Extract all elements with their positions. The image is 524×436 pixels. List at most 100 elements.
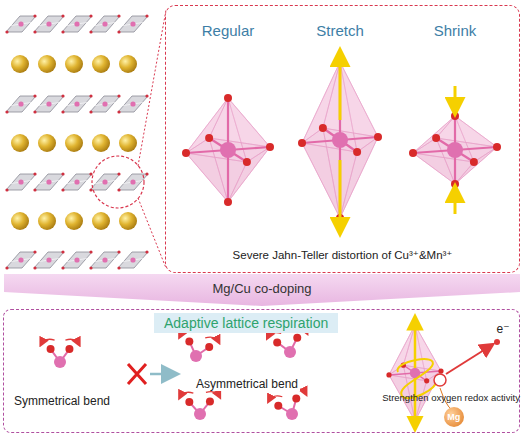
mode-label: Symmetrical bend	[14, 394, 110, 408]
octahedron-slab	[62, 174, 92, 190]
octahedron-slab	[118, 16, 148, 32]
metal-atom	[102, 21, 107, 26]
slab-edge	[36, 258, 62, 262]
oxygen-atom	[117, 250, 120, 253]
oxygen-atom	[5, 266, 8, 269]
oxygen-atom	[470, 158, 478, 166]
metal-atom	[74, 179, 79, 184]
octahedron-slab	[90, 96, 120, 112]
oxygen-atom	[33, 110, 36, 113]
octahedron-slab	[90, 16, 120, 32]
slab-edge	[8, 258, 34, 262]
slab-edge	[36, 22, 62, 26]
slab-edge	[8, 102, 34, 106]
oxygen-atom	[298, 139, 306, 147]
oxygen-atom	[224, 198, 232, 206]
oxygen-atom	[33, 172, 36, 175]
oxygen-atom	[206, 397, 214, 405]
octahedron-slab	[6, 96, 36, 112]
oxygen-atom	[451, 180, 459, 188]
oxygen-atom	[274, 402, 282, 410]
metal-atom	[130, 179, 135, 184]
octahedron-slab	[62, 252, 92, 268]
panel-heading: Regular	[202, 22, 255, 39]
octahedron-slab	[6, 174, 36, 190]
oxygen-atom	[89, 30, 92, 33]
electron-dot	[494, 339, 500, 345]
alkali-ion	[92, 212, 110, 230]
oxygen-atom	[89, 250, 92, 253]
panel-heading: Shrink	[434, 22, 477, 39]
slab-edge	[120, 180, 146, 184]
oxygen-atom	[182, 149, 190, 157]
panel-heading: Stretch	[316, 22, 364, 39]
metal-atom	[74, 257, 79, 262]
bend-arrow	[205, 337, 219, 343]
metal-atom	[46, 101, 51, 106]
oxygen-atom	[65, 345, 73, 353]
oxygen-atom	[353, 148, 361, 156]
zoom-line	[138, 10, 166, 166]
oxygen-atom	[33, 30, 36, 33]
metal-atom	[284, 346, 296, 358]
alkali-ion	[11, 212, 29, 230]
oxygen-atom	[33, 188, 36, 191]
oxygen-atom	[374, 133, 382, 141]
oxygen-atom	[61, 188, 64, 191]
oxygen-atom	[266, 143, 274, 151]
metal-atom	[46, 257, 51, 262]
distortion-panel: Severe Jahn-Teller distortion of Cu³⁺&Mn…	[165, 5, 520, 273]
oxygen-atom	[89, 14, 92, 17]
oxygen-atom	[409, 149, 417, 157]
alkali-ion	[11, 134, 29, 152]
stretch-arrow	[339, 160, 342, 232]
oxygen-atom	[432, 134, 440, 142]
slab-edge	[92, 258, 118, 262]
octahedron-slab	[34, 174, 64, 190]
alkali-ion	[119, 134, 137, 152]
octahedron-slab	[90, 252, 120, 268]
oxygen-atom	[493, 143, 501, 151]
node-text: Severe Jahn-Teller distortion of Cu³⁺&Mn…	[166, 248, 519, 262]
octahedron-slab	[90, 174, 120, 190]
stretch-arrow	[339, 52, 342, 120]
oxygen-atom	[89, 188, 92, 191]
mode-label: Asymmetrical bend	[194, 377, 300, 391]
slab-edge	[64, 102, 90, 106]
slab-edge	[120, 102, 146, 106]
oxygen-atom	[145, 94, 148, 97]
metal-atom	[18, 257, 23, 262]
slab-edge	[36, 102, 62, 106]
oxygen-atom	[61, 94, 64, 97]
slab-edge	[36, 180, 62, 184]
node-text: Adaptive lattice respiration	[154, 313, 338, 333]
slab-edge	[92, 22, 118, 26]
octahedron-face	[403, 325, 441, 371]
slab-edge	[64, 22, 90, 26]
respiration-arrow	[414, 378, 417, 428]
octahedron-face	[413, 138, 455, 184]
oxygen-atom	[33, 14, 36, 17]
alkali-ion	[11, 55, 29, 73]
oxygen-atom	[89, 266, 92, 269]
metal-atom	[46, 21, 51, 26]
electron-arrow	[446, 345, 492, 374]
oxygen-atom	[89, 94, 92, 97]
bend-arrow	[179, 392, 193, 398]
slab-edge	[64, 258, 90, 262]
octahedron-slab	[6, 16, 36, 32]
oxygen-atom	[61, 30, 64, 33]
slab-edge	[8, 22, 34, 26]
alkali-ion	[92, 134, 110, 152]
respiration-arrow	[414, 318, 417, 368]
oxygen-atom	[47, 345, 55, 353]
alkali-ion	[38, 212, 56, 230]
oxygen-atom	[117, 14, 120, 17]
metal-atom	[46, 179, 51, 184]
oxygen-atom	[5, 188, 8, 191]
oxygen-atom	[205, 343, 213, 351]
cross-mark	[128, 364, 146, 384]
slab-edge	[92, 102, 118, 106]
oxygen-atom	[33, 250, 36, 253]
bend-arrow	[65, 339, 79, 345]
